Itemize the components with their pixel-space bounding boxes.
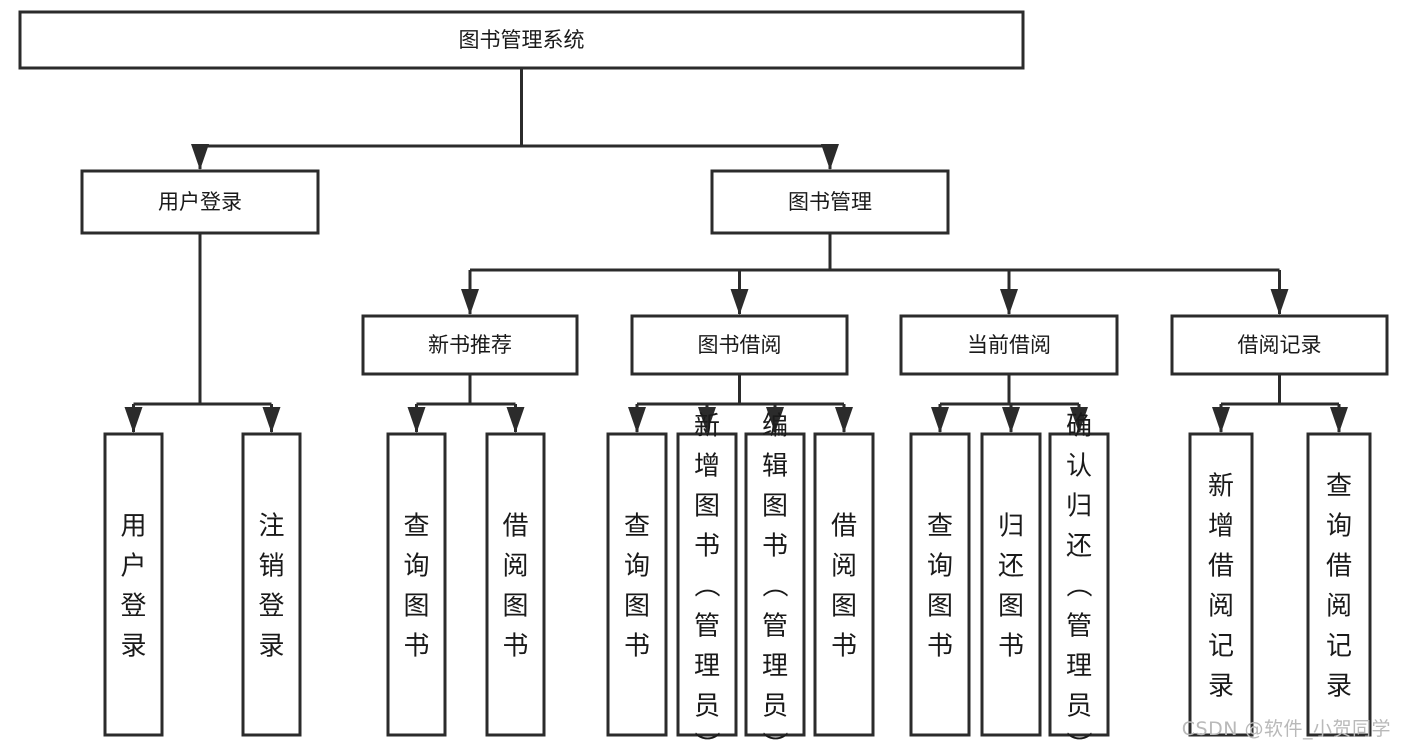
node-leaf-label-0: 用户登录	[120, 512, 146, 662]
arrow-head-icon	[628, 407, 646, 433]
arrow-head-icon	[835, 407, 853, 433]
node-leaf-label-11: 新增借阅记录	[1208, 472, 1234, 702]
node-leaf-label-2: 查询图书	[403, 512, 429, 662]
node-leaf-label-10: 确认归还（管理员）	[1066, 412, 1092, 747]
arrow-head-icon	[821, 144, 839, 170]
node-leaf-box-1[interactable]	[241, 432, 302, 737]
arrow-head-icon	[407, 407, 426, 433]
arrow-head-icon	[191, 144, 209, 170]
node-leaf-box-4[interactable]	[606, 432, 668, 737]
node-level2-label-0: 用户登录	[158, 190, 242, 214]
node-level3-label-0: 新书推荐	[428, 333, 512, 357]
arrow-head-icon	[1212, 407, 1230, 433]
node-leaf-label-4: 查询图书	[624, 512, 650, 662]
arrow-head-icon	[1270, 289, 1289, 315]
node-level3-label-3: 借阅记录	[1238, 333, 1322, 357]
node-level2-box-0[interactable]	[80, 169, 320, 235]
arrow-head-icon	[1330, 407, 1348, 433]
node-level3-label-1: 图书借阅	[698, 333, 782, 357]
connector-layer	[124, 68, 1348, 433]
node-leaf-box-7[interactable]	[813, 432, 875, 737]
node-leaf-box-3[interactable]	[485, 432, 546, 737]
node-leaf-box-10[interactable]	[1048, 432, 1110, 737]
node-leaf-label-12: 查询借阅记录	[1326, 472, 1352, 702]
arrow-head-icon	[1000, 289, 1018, 315]
node-level2-box-1[interactable]	[710, 169, 950, 235]
node-level2-label-1: 图书管理	[788, 190, 872, 214]
arrow-head-icon	[1002, 407, 1020, 433]
node-leaf-label-6: 编辑图书（管理员）	[762, 412, 788, 747]
node-level3-box-3[interactable]	[1170, 314, 1389, 376]
node-leaf-box-5[interactable]	[676, 432, 738, 737]
node-leaf-label-3: 借阅图书	[502, 512, 528, 662]
node-layer: 图书管理系统用户登录图书管理新书推荐图书借阅当前借阅借阅记录用户登录注销登录查询…	[18, 10, 1389, 747]
arrow-head-icon	[262, 407, 281, 433]
arrow-head-icon	[931, 407, 949, 433]
node-leaf-label-1: 注销登录	[258, 512, 284, 662]
node-leaf-label-7: 借阅图书	[831, 512, 857, 662]
node-leaf-box-9[interactable]	[980, 432, 1042, 737]
arrow-head-icon	[124, 407, 143, 433]
node-leaf-box-11[interactable]	[1188, 432, 1254, 737]
node-leaf-label-8: 查询图书	[927, 512, 953, 662]
arrow-head-icon	[730, 289, 749, 315]
node-leaf-box-12[interactable]	[1306, 432, 1372, 737]
node-level3-box-0[interactable]	[361, 314, 579, 376]
node-root-label: 图书管理系统	[459, 28, 585, 52]
arrow-head-icon	[506, 407, 525, 433]
node-leaf-box-6[interactable]	[744, 432, 806, 737]
node-level3-label-2: 当前借阅	[967, 333, 1051, 357]
node-leaf-box-2[interactable]	[386, 432, 447, 737]
node-leaf-box-8[interactable]	[909, 432, 971, 737]
arrow-head-icon	[1070, 407, 1088, 433]
node-level3-box-2[interactable]	[899, 314, 1119, 376]
node-leaf-box-0[interactable]	[103, 432, 164, 737]
arrow-head-icon	[698, 407, 716, 433]
node-root-box[interactable]	[18, 10, 1025, 70]
node-leaf-label-5: 新增图书（管理员）	[694, 412, 720, 747]
arrow-head-icon	[766, 407, 784, 433]
node-level3-box-1[interactable]	[630, 314, 849, 376]
node-leaf-label-9: 归还图书	[998, 512, 1024, 662]
arrow-head-icon	[461, 289, 479, 315]
